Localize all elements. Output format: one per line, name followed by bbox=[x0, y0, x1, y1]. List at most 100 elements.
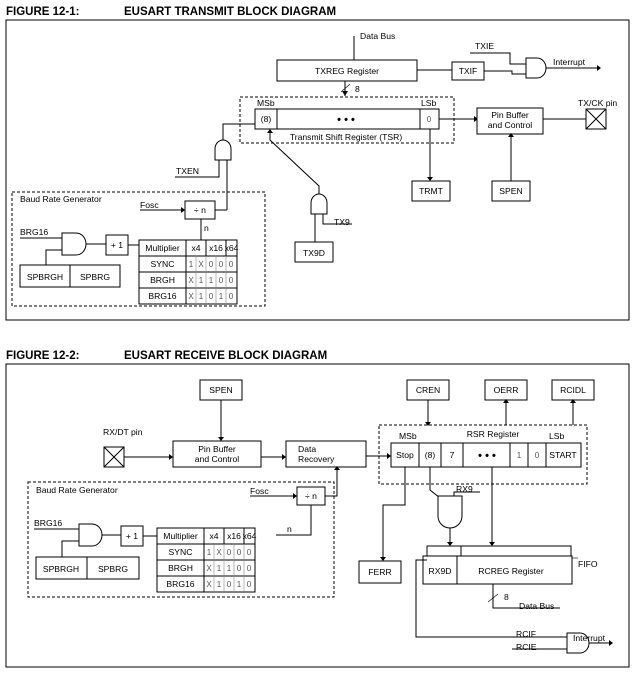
fig1-row-2-val-0: X bbox=[188, 292, 194, 301]
fig2-frame bbox=[5, 363, 630, 668]
fig1-row-1-val-2: 1 bbox=[209, 276, 214, 285]
tx9d-bit bbox=[294, 241, 334, 263]
fig2-brg-and-gate bbox=[78, 523, 103, 547]
rcreg-label: RCREG Register bbox=[478, 566, 544, 576]
txck-pin-label: TX/CK pin bbox=[578, 98, 617, 108]
fig1-title: EUSART TRANSMIT BLOCK DIAGRAM bbox=[124, 6, 336, 18]
fig1-n-label: n bbox=[204, 223, 209, 233]
fig1-row-0-val-4: 0 bbox=[229, 260, 234, 269]
fig2-row-0-val-1: X bbox=[216, 548, 222, 557]
fig1-row-1-val-4: 0 bbox=[229, 276, 234, 285]
tsr-label: Transmit Shift Register (TSR) bbox=[290, 132, 403, 142]
fig1-header-1: x4 bbox=[191, 243, 200, 253]
fig2-title: EUSART RECEIVE BLOCK DIAGRAM bbox=[124, 350, 327, 362]
fig1-number: FIGURE 12-1: bbox=[6, 6, 80, 18]
fig1-row-1-val-0: X bbox=[188, 276, 194, 285]
fig1-brg-and-gate bbox=[61, 232, 87, 256]
fig2-n-label: n bbox=[287, 524, 292, 534]
fig1-pin-buffer-line2: and Control bbox=[488, 120, 533, 130]
rsr-bit-0: 0 bbox=[535, 451, 540, 460]
fig1-fosc-label: Fosc bbox=[140, 200, 159, 210]
rxint-and-gate bbox=[566, 632, 590, 654]
fig2-header-3: x64 bbox=[243, 531, 257, 541]
fig2-fosc-label: Fosc bbox=[250, 486, 269, 496]
txen-and-gate bbox=[214, 139, 232, 161]
txreg-label: TXREG Register bbox=[315, 66, 379, 76]
fig1-header-0: Multiplier bbox=[145, 243, 180, 253]
tsr-lsb-label: LSb bbox=[421, 98, 437, 108]
fig2-row-2-val-1: 1 bbox=[217, 580, 222, 589]
rx9-and-gate bbox=[437, 495, 463, 529]
fig1-row-0-val-2: 0 bbox=[209, 260, 214, 269]
fig2-row-0-val-3: 0 bbox=[237, 548, 242, 557]
fig2-row-1-val-2: 1 bbox=[227, 564, 232, 573]
fig1-data-bus-label: Data Bus bbox=[360, 31, 395, 41]
fig2-interrupt-label: Interrupt bbox=[573, 633, 606, 643]
data-recovery-line1: Data bbox=[298, 444, 316, 454]
fig1-header-2: x16 bbox=[209, 243, 223, 253]
fig2-row-2-val-0: X bbox=[206, 580, 212, 589]
fig1-baud-generator-region bbox=[11, 191, 266, 307]
rsr-dots: • • • bbox=[478, 450, 496, 462]
fig2-row-2-val-2: 0 bbox=[227, 580, 232, 589]
fig1-interrupt-label: Interrupt bbox=[553, 57, 586, 67]
ferr-flag bbox=[358, 560, 402, 584]
rsr-bit-7: 7 bbox=[450, 450, 455, 460]
fig1-pin-buffer-line1: Pin Buffer bbox=[491, 110, 529, 120]
data-recovery-block bbox=[285, 440, 367, 468]
rcidl-label: RCIDL bbox=[560, 385, 586, 395]
fig2-spbrg-label: SPBRG bbox=[98, 564, 128, 574]
fifo-label: FIFO bbox=[578, 559, 598, 569]
rx9d-label: RX9D bbox=[429, 566, 452, 576]
fig1-row-0-val-3: 0 bbox=[219, 260, 224, 269]
fig2-pin-buffer-line1: Pin Buffer bbox=[198, 444, 236, 454]
txint-and-gate bbox=[525, 57, 547, 79]
fig1-row-0-val-0: 1 bbox=[189, 260, 194, 269]
fig2-row-0-val-2: 0 bbox=[227, 548, 232, 557]
oerr-label: OERR bbox=[494, 385, 519, 395]
fig1-row-2-val-2: 0 bbox=[209, 292, 214, 301]
fig2-baud-generator-region bbox=[27, 481, 335, 598]
fig1-baud-label: Baud Rate Generator bbox=[20, 194, 102, 204]
tx9-label: TX9 bbox=[334, 217, 350, 227]
fig2-divider-label: ÷ n bbox=[305, 491, 317, 501]
rsr-msb-label: MSb bbox=[399, 431, 417, 441]
fig1-row-0-name: SYNC bbox=[151, 259, 175, 269]
fig2-row-1-val-1: 1 bbox=[217, 564, 222, 573]
rcie-label: RCIE bbox=[516, 642, 537, 652]
rcif-label: RCIF bbox=[516, 629, 536, 639]
fig2-header-1: x4 bbox=[209, 531, 218, 541]
fig2-row-2-name: BRG16 bbox=[166, 579, 194, 589]
ferr-label: FERR bbox=[368, 567, 391, 577]
rsr-stop-bit: Stop bbox=[396, 450, 414, 460]
rxdt-pin-label: RX/DT pin bbox=[103, 427, 143, 437]
rsr-register bbox=[390, 442, 582, 468]
txen-label: TXEN bbox=[176, 166, 199, 176]
fig2-baud-label: Baud Rate Generator bbox=[36, 485, 118, 495]
fig2-number: FIGURE 12-2: bbox=[6, 350, 80, 362]
fig2-header-0: Multiplier bbox=[163, 531, 198, 541]
fig1-header-3: x64 bbox=[225, 243, 239, 253]
fig2-row-1-val-4: 0 bbox=[247, 564, 252, 573]
fig2-row-0-val-0: 1 bbox=[207, 548, 212, 557]
fig2-pin-buffer-line2: and Control bbox=[195, 454, 240, 464]
fig1-row-1-name: BRGH bbox=[150, 275, 175, 285]
fig2-row-1-val-0: X bbox=[206, 564, 212, 573]
rx9-label: RX9 bbox=[456, 484, 473, 494]
fig1-pin-buffer bbox=[476, 107, 544, 135]
fig1-plus-one-label: + 1 bbox=[111, 240, 123, 250]
fig1-row-2-name: BRG16 bbox=[148, 291, 176, 301]
rsr-lsb-label: LSb bbox=[549, 431, 565, 441]
tx9d-label: TX9D bbox=[303, 248, 325, 258]
fig2-data-bus-label: Data Bus bbox=[519, 601, 554, 611]
fig2-bus-width: 8 bbox=[504, 592, 509, 602]
fig1-frame bbox=[5, 19, 630, 321]
tsr-dots: • • • bbox=[337, 114, 355, 126]
txie-label: TXIE bbox=[475, 41, 494, 51]
rcreg-register bbox=[422, 555, 573, 585]
fig1-row-1-val-1: 1 bbox=[199, 276, 204, 285]
data-recovery-line2: Recovery bbox=[298, 454, 335, 464]
rsr-start-bit: START bbox=[549, 450, 577, 460]
